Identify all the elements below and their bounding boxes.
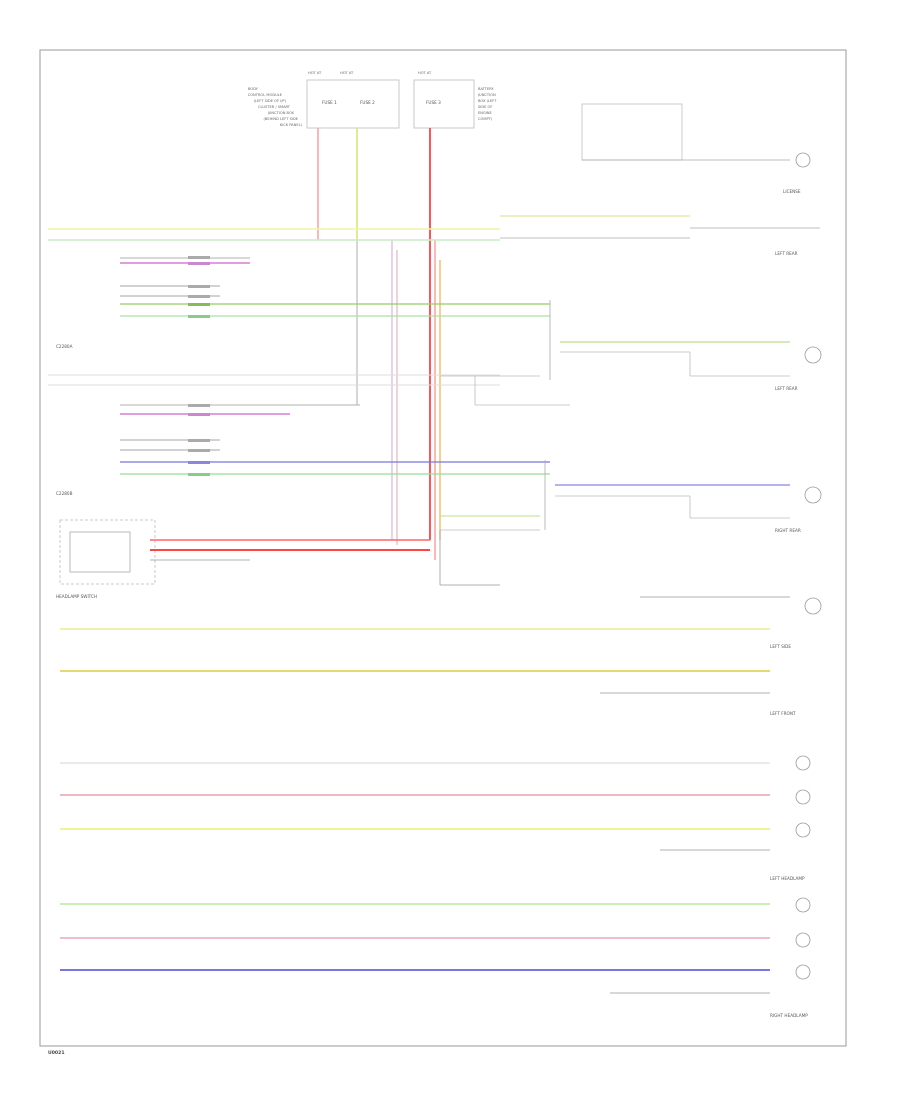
- svg-text:ENGINE: ENGINE: [478, 111, 492, 115]
- vertical-feeds: [317, 128, 441, 560]
- svg-text:CONTROL MODULE: CONTROL MODULE: [248, 93, 283, 97]
- diagram-frame: [39, 49, 847, 1047]
- rh-rear-label: RIGHT REAR: [775, 528, 801, 533]
- lamp-assembly-label-1: LEFT REAR: [775, 251, 798, 256]
- connector-label-1: C2280A: [56, 344, 73, 349]
- footer-code: U0021: [48, 1050, 65, 1056]
- headlamp-switch: [59, 519, 430, 585]
- rh-headlamp-label: RIGHT HEADLAMP: [770, 1013, 808, 1018]
- harness-bus: [48, 228, 550, 475]
- svg-text:CLUSTER / SMART: CLUSTER / SMART: [258, 105, 291, 109]
- bus-splices: [188, 256, 210, 476]
- svg-text:FUSE 1: FUSE 1: [322, 100, 337, 105]
- svg-text:FUSE 3: FUSE 3: [426, 100, 441, 105]
- lh-front-label: LEFT FRONT: [770, 711, 796, 716]
- svg-text:HOT AT: HOT AT: [308, 71, 322, 75]
- svg-text:BATTERY: BATTERY: [478, 87, 495, 91]
- lh-side-marker-label: LEFT SIDE: [770, 644, 791, 649]
- headlamp-switch-label: HEADLAMP SWITCH: [56, 594, 97, 599]
- svg-text:(BEHIND LEFT SIDE: (BEHIND LEFT SIDE: [264, 117, 299, 121]
- fuse-boxes: HOT AT HOT AT HOT AT FUSE 1 FUSE 2 FUSE …: [306, 71, 475, 129]
- svg-text:HOT AT: HOT AT: [340, 71, 354, 75]
- svg-text:(LEFT SIDE OF I/P): (LEFT SIDE OF I/P): [254, 99, 287, 103]
- lh-rear-label: LEFT REAR: [775, 386, 798, 391]
- lower-bulbs: [795, 755, 811, 980]
- top-right-notes: BATTERY JUNCTION BOX (LEFT SIDE OF ENGIN…: [477, 87, 497, 121]
- svg-text:HOT AT: HOT AT: [418, 71, 432, 75]
- connector-label-2: C2280B: [56, 491, 73, 496]
- rear-lamp-circuits: [439, 300, 822, 615]
- svg-text:SIDE OF: SIDE OF: [478, 105, 492, 109]
- svg-text:COMPT): COMPT): [478, 117, 493, 121]
- lh-headlamp-label: LEFT HEADLAMP: [770, 876, 805, 881]
- license-lamp-label: LICENSE: [783, 189, 801, 194]
- svg-text:FUSE 2: FUSE 2: [360, 100, 375, 105]
- top-left-notes: BODY CONTROL MODULE (LEFT SIDE OF I/P) C…: [248, 87, 303, 127]
- svg-text:JUNCTION: JUNCTION: [477, 93, 496, 97]
- svg-text:JUNCTION BOX: JUNCTION BOX: [267, 111, 295, 115]
- svg-text:BOX (LEFT: BOX (LEFT: [478, 99, 497, 103]
- svg-text:BODY: BODY: [248, 87, 259, 91]
- lower-wires: [60, 628, 770, 994]
- license-circuit: [500, 103, 820, 239]
- svg-text:KICK PANEL): KICK PANEL): [280, 123, 303, 127]
